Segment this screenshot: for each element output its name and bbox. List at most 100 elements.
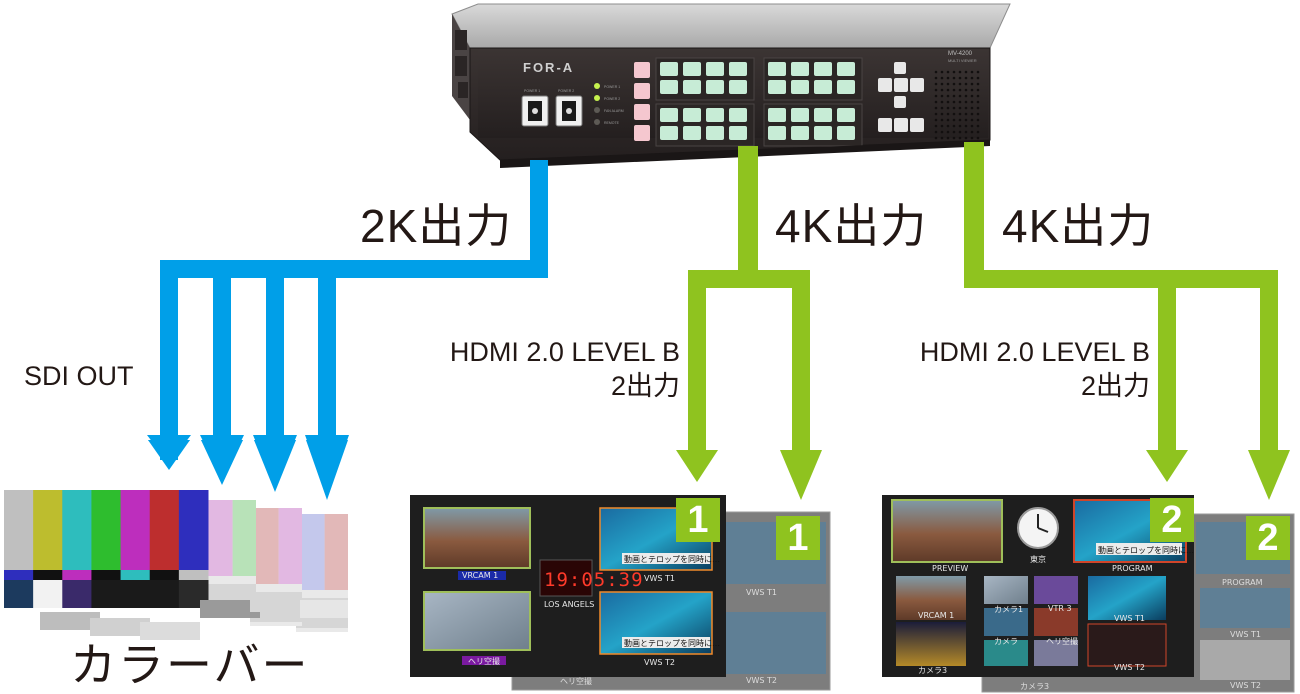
hdmi1-badge-front: 1 xyxy=(676,498,720,542)
screen2-label-vtr3: VTR 3 xyxy=(1048,604,1072,613)
power-switch-2[interactable] xyxy=(555,95,583,127)
screen1-clock: 19:05:39 xyxy=(544,569,644,591)
crosspoint-button[interactable] xyxy=(768,126,786,140)
screen2-label-tokyo: 東京 xyxy=(1030,555,1046,564)
crosspoint-button[interactable] xyxy=(683,80,701,94)
multiviewer-device: FOR-A MV-4200 MULTI VIEWER POWER 1 POWER… xyxy=(451,3,1011,168)
color-bar xyxy=(149,490,180,570)
hdmi2-output-arrows xyxy=(964,142,1290,500)
hdmi1-output-title: 4K出力 xyxy=(775,200,928,252)
power-switch-1[interactable] xyxy=(521,95,549,127)
power1-label: POWER 1 xyxy=(524,89,540,93)
crosspoint-button[interactable] xyxy=(729,126,747,140)
screen2-label-vws-t1: VWS T1 xyxy=(1114,614,1145,623)
crosspoint-button[interactable] xyxy=(768,80,786,94)
screen2-label-camera: カメラ xyxy=(994,637,1018,646)
screen2-back-label-2: VWS T1 xyxy=(1230,630,1261,639)
screen1-overlay-1: 動画とテロップを同時に… xyxy=(624,555,720,564)
hdmi2-spec-line1: HDMI 2.0 LEVEL B xyxy=(919,337,1150,367)
color-bar xyxy=(4,490,34,570)
hdmi2-output-title: 4K出力 xyxy=(1002,200,1155,252)
svg-text:FAN ALARM: FAN ALARM xyxy=(604,109,624,113)
svg-text:REMOTE: REMOTE xyxy=(604,121,620,125)
hdmi1-spec-line1: HDMI 2.0 LEVEL B xyxy=(449,337,680,367)
model-sub-label: MULTI VIEWER xyxy=(948,58,977,63)
crosspoint-button[interactable] xyxy=(729,80,747,94)
status-indicators: POWER 1 POWER 2 FAN ALARM REMOTE xyxy=(594,83,624,125)
crosspoint-button[interactable] xyxy=(768,62,786,76)
color-bar-monitors xyxy=(4,490,348,640)
svg-text:POWER 2: POWER 2 xyxy=(604,97,620,101)
crosspoint-button[interactable] xyxy=(729,62,747,76)
crosspoint-button[interactable] xyxy=(660,62,678,76)
model-label: MV-4200 xyxy=(948,51,973,57)
hdmi1-output-arrows xyxy=(676,146,822,500)
screen2-back-label-1: PROGRAM xyxy=(1222,578,1263,587)
crosspoint-button[interactable] xyxy=(837,108,855,122)
crosspoint-button[interactable] xyxy=(660,108,678,122)
crosspoint-button[interactable] xyxy=(837,80,855,94)
power2-label: POWER 2 xyxy=(558,89,574,93)
screen2-label-program: PROGRAM xyxy=(1112,564,1153,573)
crosspoint-button[interactable] xyxy=(814,126,832,140)
crosspoint-button[interactable] xyxy=(791,62,809,76)
crosspoint-button[interactable] xyxy=(814,62,832,76)
screen2-label-heli: ヘリ空撮 xyxy=(1046,637,1078,646)
hdmi2-badge-back: 2 xyxy=(1246,516,1290,560)
color-bar-monitor-3 xyxy=(204,500,256,618)
pink-button-column[interactable] xyxy=(634,62,650,141)
screen1-tile-label-4: VWS T2 xyxy=(644,658,675,667)
screen2-label-vrcam1: VRCAM 1 xyxy=(918,611,955,620)
screen1-back-label-2: VWS T2 xyxy=(746,676,777,685)
brand-logo: FOR-A xyxy=(523,60,574,75)
screen2-back-label-4: カメラ3 xyxy=(1020,682,1050,691)
hdmi2-badge-front: 2 xyxy=(1150,498,1194,542)
crosspoint-button[interactable] xyxy=(791,108,809,122)
crosspoint-button[interactable] xyxy=(683,108,701,122)
color-bar-caption: カラーバー xyxy=(70,639,310,691)
screen2-label-camera3: カメラ3 xyxy=(918,666,948,675)
crosspoint-button[interactable] xyxy=(729,108,747,122)
crosspoint-button[interactable] xyxy=(791,126,809,140)
sdi-out-label: SDI OUT xyxy=(24,361,134,391)
color-bar xyxy=(62,490,92,570)
svg-text:POWER 1: POWER 1 xyxy=(604,85,620,89)
color-bar xyxy=(178,490,209,570)
crosspoint-button[interactable] xyxy=(683,126,701,140)
hdmi2-monitor-front xyxy=(882,495,1194,677)
sdi-output-title: 2K出力 xyxy=(360,200,513,252)
crosspoint-button[interactable] xyxy=(768,108,786,122)
color-bar xyxy=(33,490,63,570)
crosspoint-button[interactable] xyxy=(706,62,724,76)
screen2-label-vws-t2: VWS T2 xyxy=(1114,663,1145,672)
side-vents xyxy=(455,30,468,98)
screen1-tile-label-1: VRCAM 1 xyxy=(462,571,499,580)
crosspoint-button[interactable] xyxy=(706,126,724,140)
crosspoint-button[interactable] xyxy=(706,108,724,122)
screen2-overlay: 動画とテロップを同時に… xyxy=(1098,546,1194,555)
screen1-back-label-1: VWS T1 xyxy=(746,588,777,597)
navigation-buttons[interactable] xyxy=(878,62,924,132)
crosspoint-button[interactable] xyxy=(837,62,855,76)
screen1-tile-label-2: VWS T1 xyxy=(644,574,675,583)
crosspoint-button[interactable] xyxy=(837,126,855,140)
screen1-tile-label-3: ヘリ空撮 xyxy=(468,657,500,666)
hdmi2-spec-line2: 2出力 xyxy=(1080,371,1150,401)
crosspoint-button[interactable] xyxy=(791,80,809,94)
screen2-label-preview: PREVIEW xyxy=(932,564,969,573)
crosspoint-button[interactable] xyxy=(660,126,678,140)
screen1-back-label-3: ヘリ空撮 xyxy=(560,677,592,686)
color-bar xyxy=(120,490,151,570)
crosspoint-button[interactable] xyxy=(814,80,832,94)
crosspoint-button[interactable] xyxy=(660,80,678,94)
sdi-arrowheads xyxy=(147,435,349,496)
crosspoint-button[interactable] xyxy=(683,62,701,76)
screen1-overlay-2: 動画とテロップを同時に… xyxy=(624,639,720,648)
color-bar xyxy=(91,490,122,570)
screen1-clock-label: LOS ANGELS xyxy=(544,600,595,609)
crosspoint-button-groups[interactable] xyxy=(655,57,863,147)
crosspoint-button[interactable] xyxy=(706,80,724,94)
crosspoint-button[interactable] xyxy=(814,108,832,122)
hdmi1-spec-line2: 2出力 xyxy=(610,371,680,401)
